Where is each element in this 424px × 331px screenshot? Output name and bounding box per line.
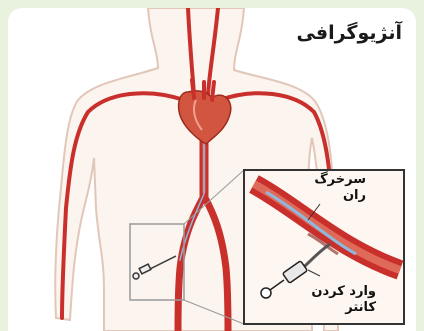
angiography-illustration [8, 8, 416, 331]
label-catheter-insertion-text: وارد کردن کانتر [311, 284, 376, 315]
label-femoral-artery-text: سرخرگ ران [314, 172, 366, 203]
label-catheter-insertion: وارد کردن کانتر [298, 284, 376, 316]
diagram-panel: آنژیوگرافی سرخرگ ران وارد کردن کانتر [8, 8, 416, 331]
label-femoral-artery: سرخرگ ران [270, 172, 366, 204]
diagram-title: آنژیوگرافی [296, 22, 402, 44]
